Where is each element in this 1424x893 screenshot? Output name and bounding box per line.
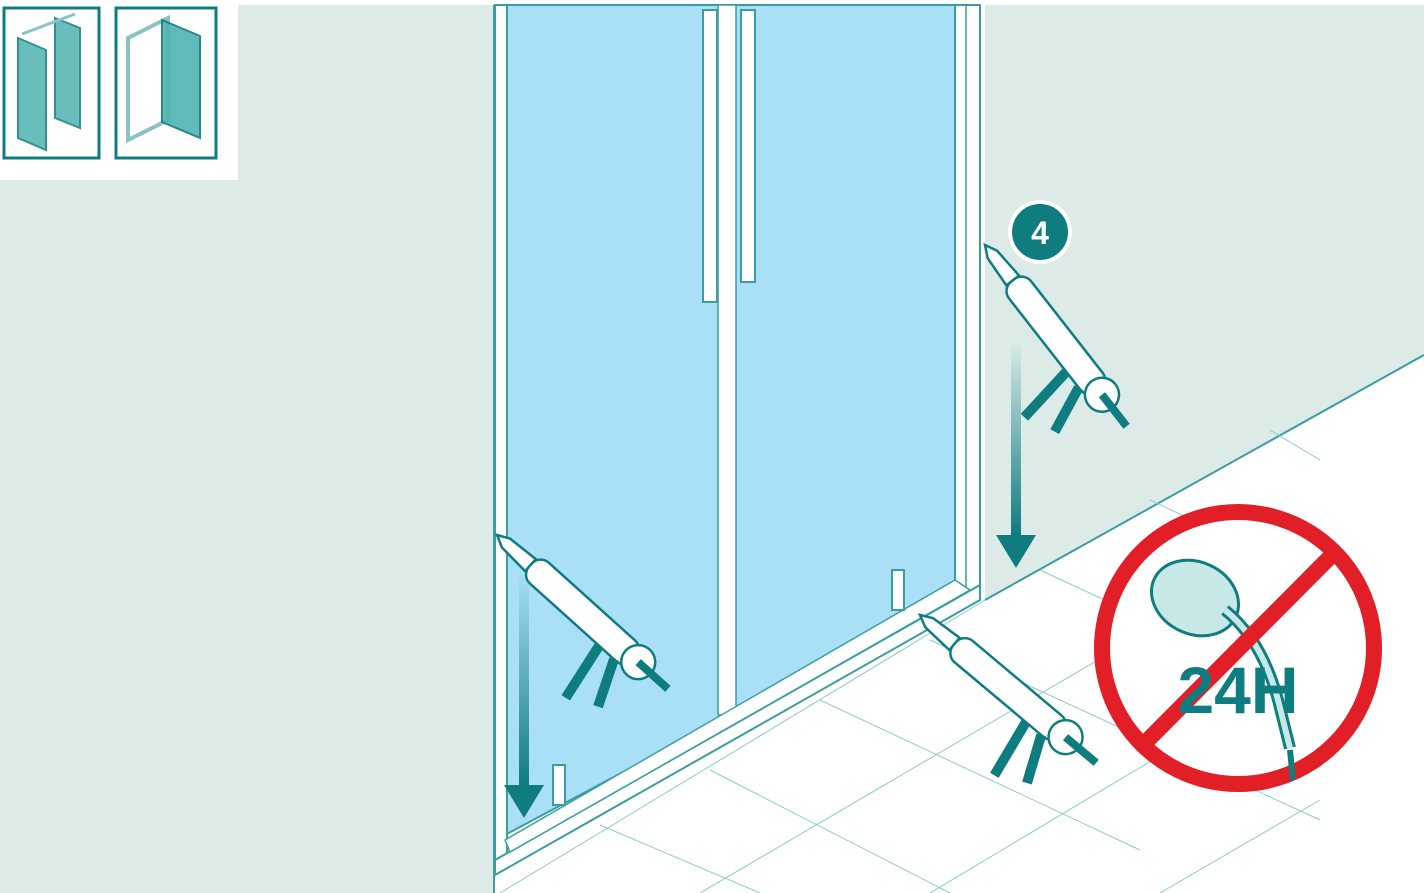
no-shower-sign: 24H: [1102, 512, 1374, 784]
wait-time-label: 24H: [1177, 653, 1298, 727]
step-number: 4: [1031, 215, 1049, 251]
double-sliding-door-icon: [4, 8, 99, 158]
glass-panel-left: [505, 5, 730, 835]
door-handle-left: [703, 10, 717, 302]
shower-door: [495, 5, 980, 875]
single-pivot-door-icon: [116, 8, 216, 158]
step-badge: 4: [1010, 202, 1070, 262]
door-handle-right: [741, 10, 755, 282]
